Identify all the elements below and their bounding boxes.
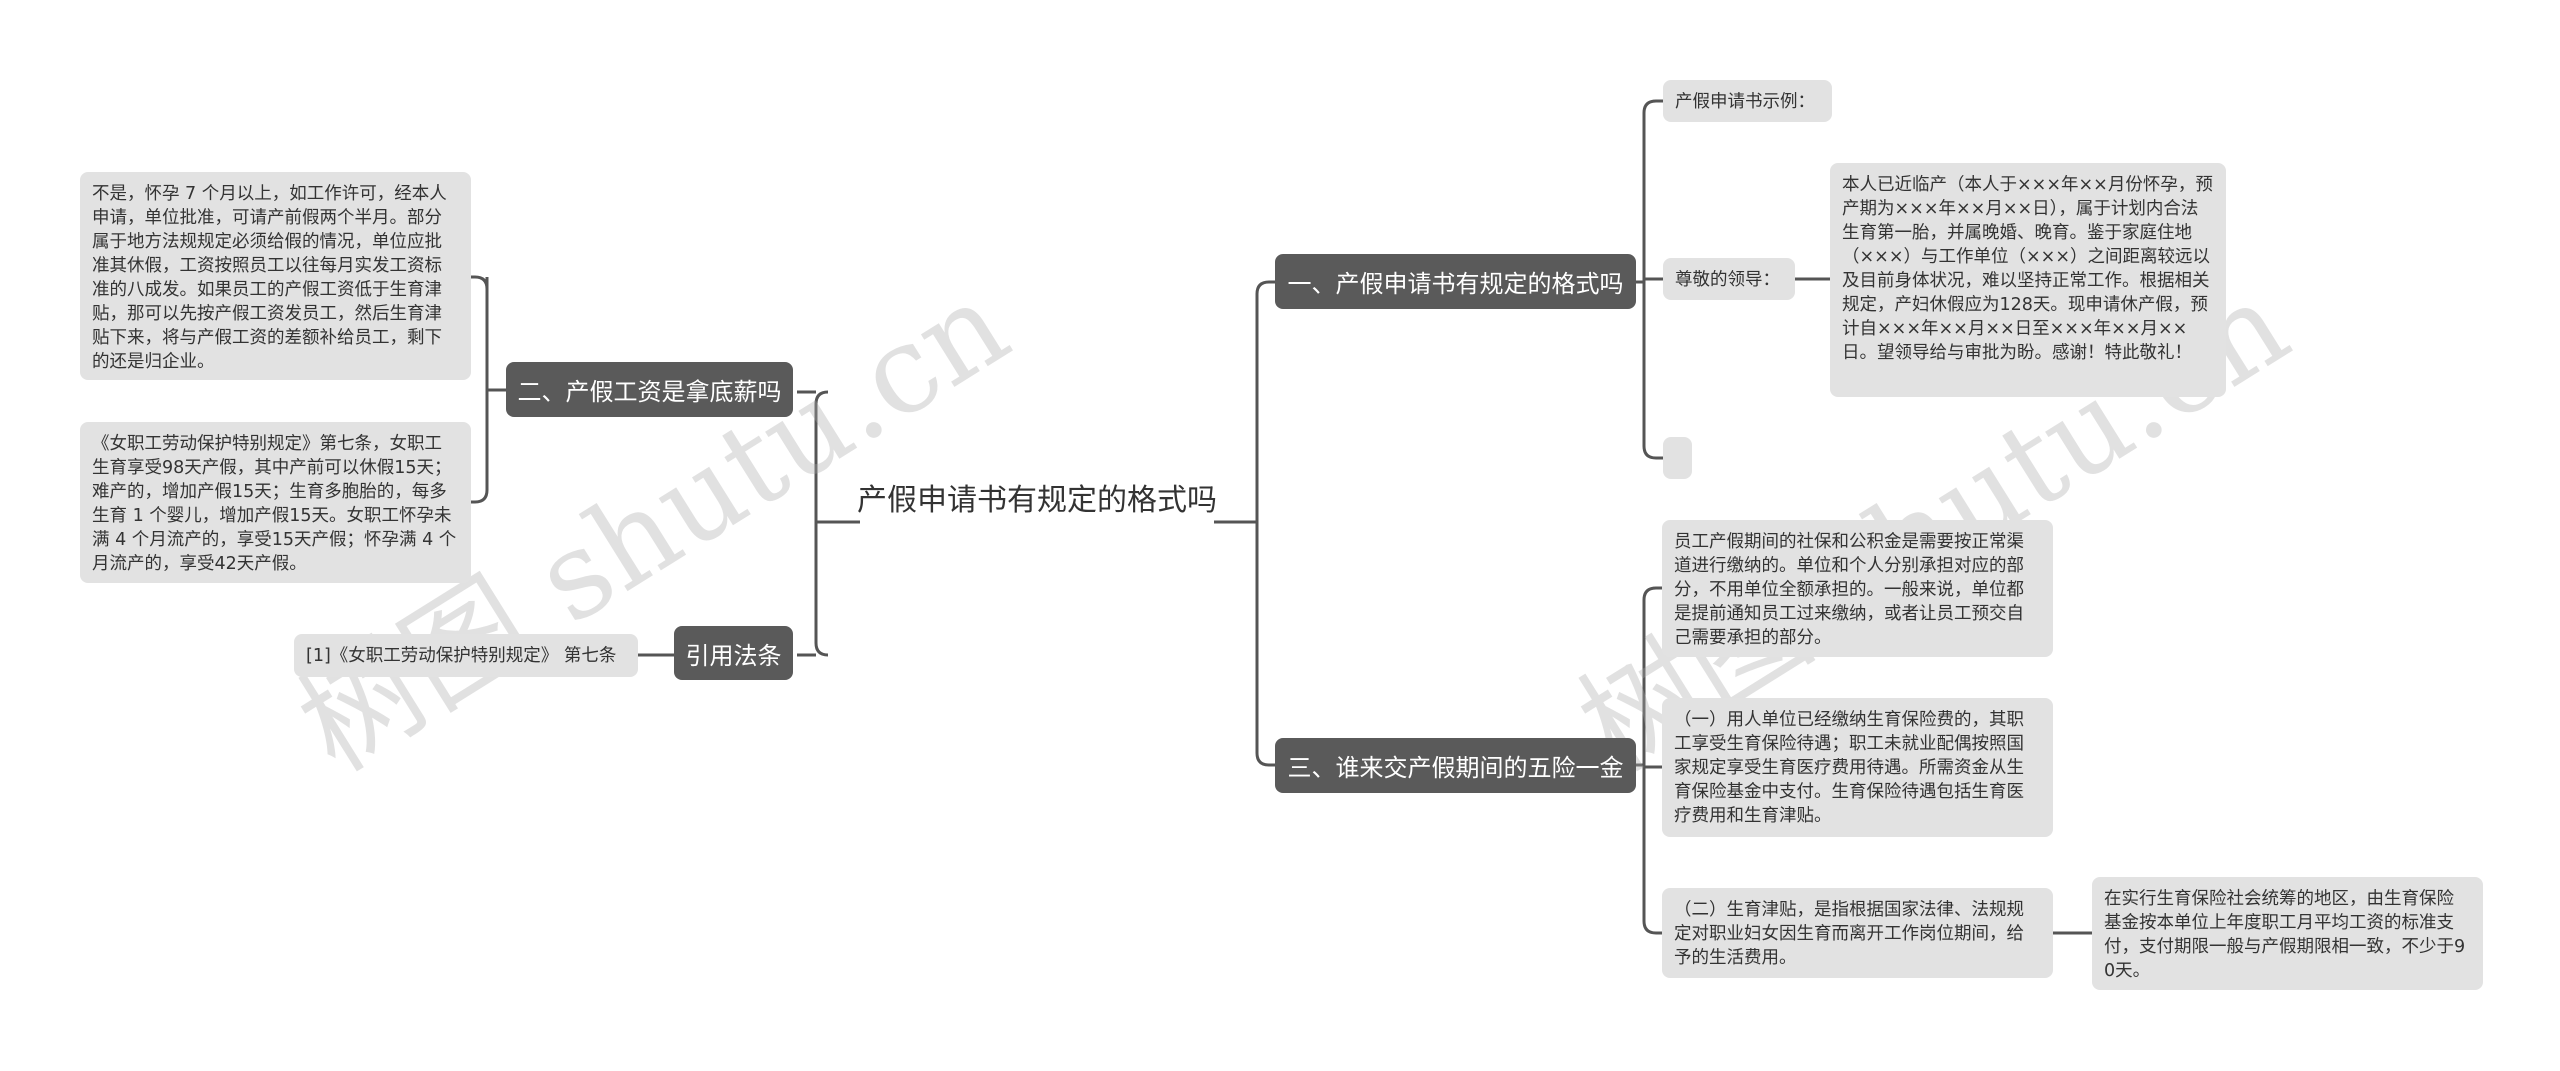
- connector-root-right: [1214, 280, 1275, 767]
- branch-salary[interactable]: 二、产假工资是拿底薪吗: [506, 362, 793, 417]
- connector-branch2-leaves: [471, 275, 506, 504]
- leaf-example[interactable]: 产假申请书示例：: [1663, 80, 1832, 122]
- leaf-salary-answer[interactable]: 不是，怀孕 7 个月以上，如工作许可，经本人申请，单位批准，可请产前假两个半月。…: [80, 172, 471, 380]
- branch-format[interactable]: 一、产假申请书有规定的格式吗: [1275, 254, 1636, 309]
- leaf-insurance-payment[interactable]: 员工产假期间的社保和公积金是需要按正常渠道进行缴纳的。单位和个人分别承担对应的部…: [1662, 520, 2053, 657]
- leaf-salutation[interactable]: 尊敬的领导：: [1663, 258, 1795, 300]
- leaf-maternity-allowance[interactable]: （二）生育津贴，是指根据国家法律、法规规定对职业妇女因生育而离开工作岗位期间，给…: [1662, 888, 2053, 978]
- leaf-regulation[interactable]: 《女职工劳动保护特别规定》第七条，女职工生育享受98天产假，其中产前可以休假15…: [80, 422, 471, 583]
- leaf-empty[interactable]: [1663, 437, 1692, 479]
- connector-branch3-leaves: [1636, 586, 2092, 935]
- connector-root-left: [797, 390, 860, 657]
- leaf-maternity-insurance[interactable]: （一）用人单位已经缴纳生育保险费的，其职工享受生育保险待遇；职工未就业配偶按照国…: [1662, 698, 2053, 837]
- leaf-reference[interactable]: [1]《女职工劳动保护特别规定》 第七条: [294, 634, 638, 677]
- leaf-allowance-detail[interactable]: 在实行生育保险社会统筹的地区，由生育保险基金按本单位上年度职工月平均工资的标准支…: [2092, 877, 2483, 990]
- connector-branch1-leaves: [1636, 99, 1830, 460]
- root-topic[interactable]: 产假申请书有规定的格式吗: [857, 483, 1217, 518]
- leaf-letter[interactable]: 本人已近临产（本人于×××年××月份怀孕，预产期为×××年××月××日），属于计…: [1830, 163, 2226, 397]
- branch-reference[interactable]: 引用法条: [674, 626, 793, 680]
- branch-insurance[interactable]: 三、谁来交产假期间的五险一金: [1275, 738, 1636, 793]
